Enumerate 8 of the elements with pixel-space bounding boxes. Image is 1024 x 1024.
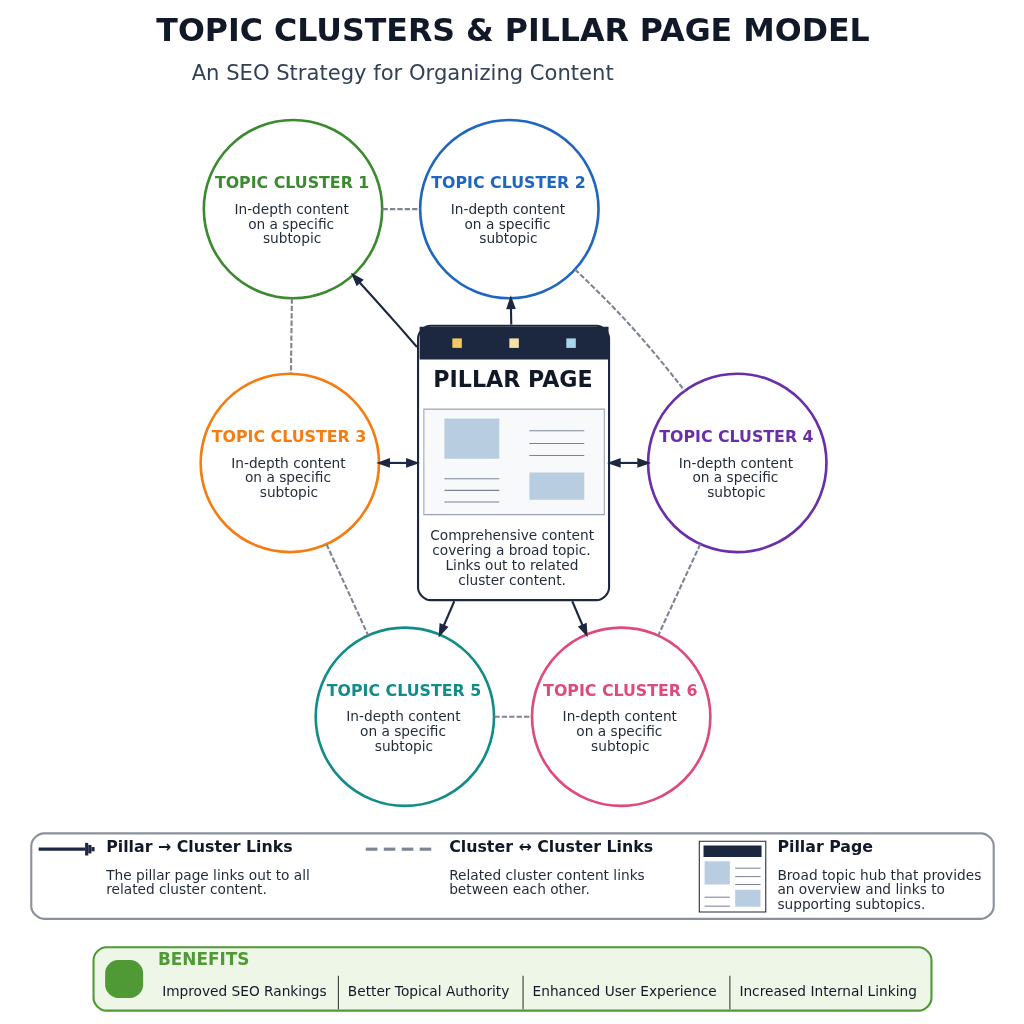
label: Related cluster content links between each other. (448, 866, 645, 898)
legend-label: Cluster ↔ Cluster Links (448, 836, 653, 856)
diagram-title: TOPIC CLUSTERS & PILLAR PAGE MODEL (155, 11, 870, 48)
label: The pillar page links out to all related cluster content. (105, 866, 310, 898)
label: Broad topic hub that provides an overview and links to supporting subtopics. (776, 866, 981, 913)
label: An SEO Strategy for Organizing Content (191, 59, 614, 85)
legend-label: Pillar Page (776, 836, 873, 856)
legend-label: Pillar → Cluster Links (105, 836, 293, 856)
